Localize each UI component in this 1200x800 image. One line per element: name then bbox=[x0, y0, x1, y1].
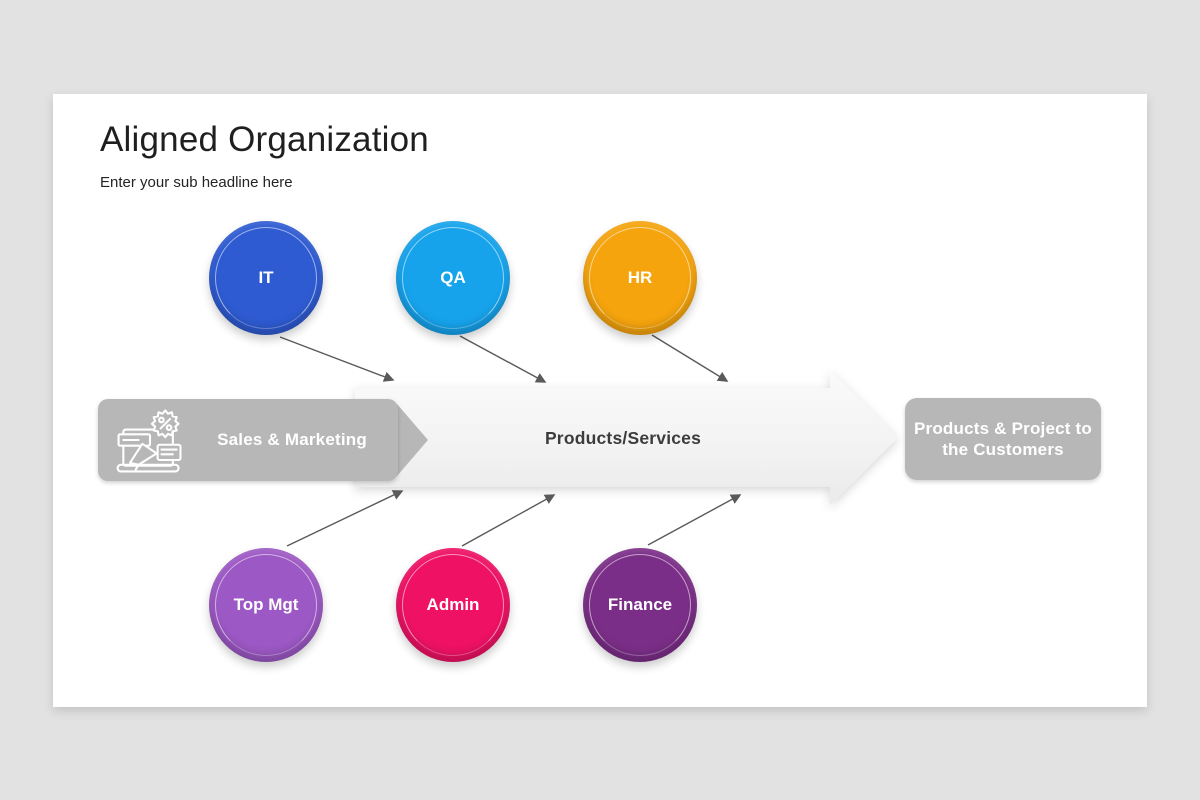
flow-diagram-svg bbox=[279, 334, 898, 547]
connector-hr-arrow bbox=[651, 334, 729, 382]
connector-it-arrow bbox=[279, 336, 395, 382]
department-circle-finance: Finance bbox=[583, 548, 697, 662]
slide-title: Aligned Organization bbox=[100, 120, 429, 159]
department-circle-qa: QA bbox=[396, 221, 510, 335]
department-label-finance: Finance bbox=[607, 595, 673, 614]
customers-output-label: Products & Project to the Customers bbox=[913, 418, 1092, 459]
marketing-megaphone-promo-icon bbox=[116, 409, 182, 473]
department-label-hr: HR bbox=[627, 268, 653, 287]
department-label-admin: Admin bbox=[426, 595, 480, 614]
slide-subtitle: Enter your sub headline here bbox=[100, 174, 293, 191]
connector-finance-arrow bbox=[647, 494, 742, 546]
connector-admin-arrow bbox=[461, 494, 556, 547]
department-label-it: IT bbox=[258, 268, 274, 287]
connector-topmgt-arrow bbox=[286, 490, 404, 547]
slide-canvas: Aligned Organization Enter your sub head… bbox=[53, 94, 1147, 707]
department-circle-hr: HR bbox=[583, 221, 697, 335]
products-services-label: Products/Services bbox=[544, 427, 702, 448]
sales-marketing-box: Sales & Marketing bbox=[98, 399, 398, 481]
department-label-top-mgt: Top Mgt bbox=[233, 595, 299, 614]
department-circle-it: IT bbox=[209, 221, 323, 335]
department-circle-top-mgt: Top Mgt bbox=[209, 548, 323, 662]
connector-qa-arrow bbox=[459, 335, 547, 383]
department-circle-admin: Admin bbox=[396, 548, 510, 662]
central-arrow-shape bbox=[355, 370, 898, 505]
department-label-qa: QA bbox=[440, 268, 466, 287]
customers-output-box: Products & Project to the Customers bbox=[905, 398, 1101, 480]
sales-marketing-label: Sales & Marketing bbox=[217, 430, 367, 449]
